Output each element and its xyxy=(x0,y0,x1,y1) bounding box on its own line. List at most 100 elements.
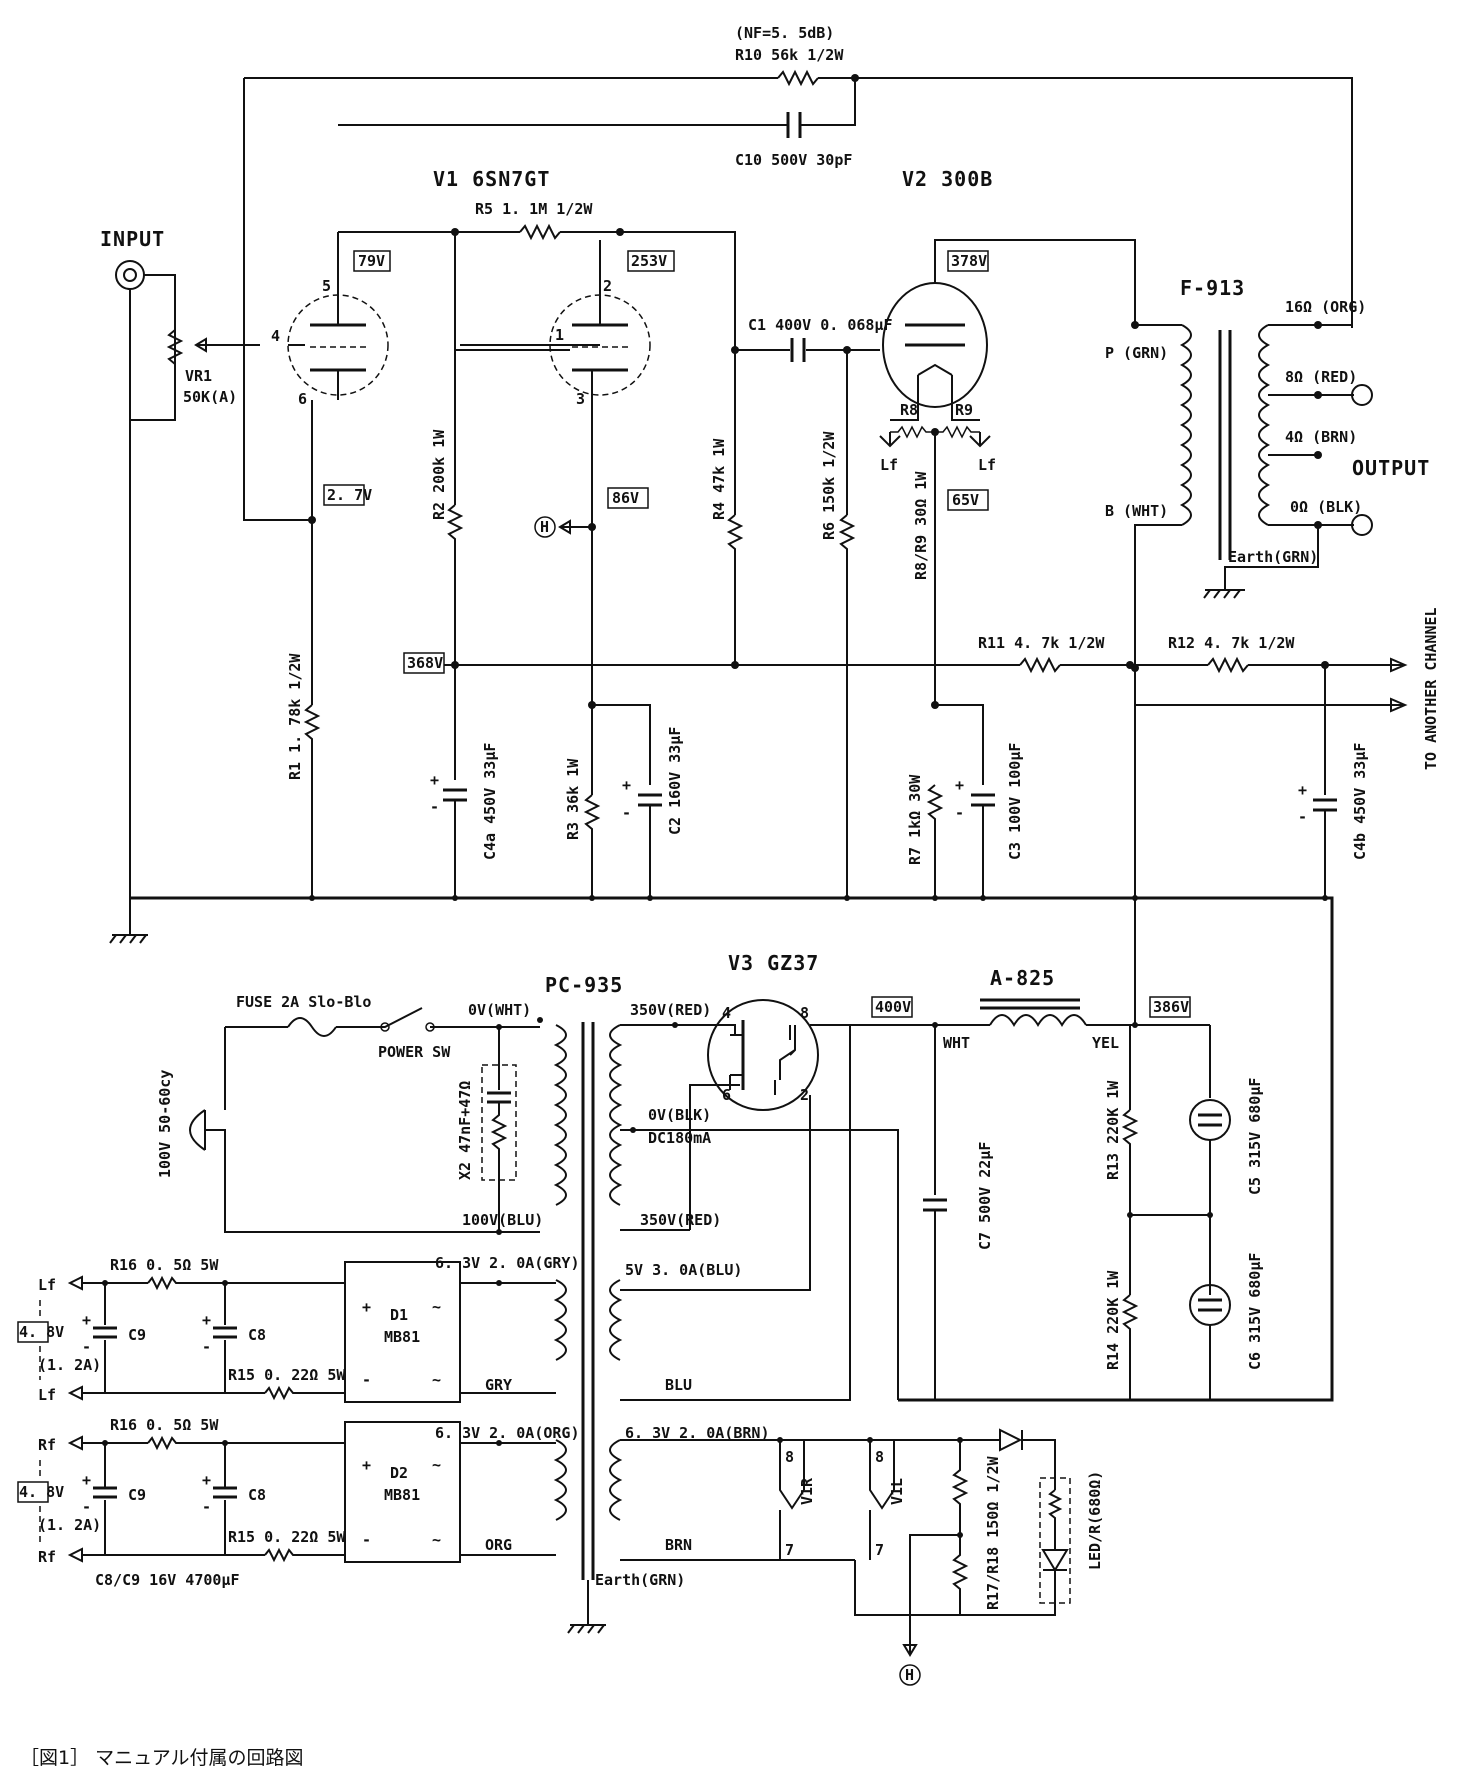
r9-resistor xyxy=(935,425,980,439)
otap-p: P (GRN) xyxy=(1105,344,1168,362)
a825-label: A-825 xyxy=(990,966,1055,990)
v3-label: V3 GZ37 xyxy=(728,951,819,975)
pt-h2: 5V 3. 0A(BLU) xyxy=(625,1261,742,1279)
svg-text:+: + xyxy=(82,1311,91,1329)
v1b-pin3: 3 xyxy=(576,390,585,408)
lf-top: Lf xyxy=(38,1276,56,1294)
input-jack[interactable] xyxy=(115,260,145,290)
left-heater-supply: Lf R16 0. 5Ω 5W + - + - C9 C8 4. 8V (1. … xyxy=(17,1256,556,1404)
c7-label: C7 500V 22μF xyxy=(976,1142,994,1250)
v3-rectifier: V3 GZ37 4 8 6 2 400V xyxy=(620,951,990,1401)
nf-label: (NF=5. 5dB) xyxy=(735,24,834,42)
lf-v2b: Lf xyxy=(978,456,996,474)
svg-text:-: - xyxy=(82,1498,91,1516)
svg-text:+: + xyxy=(82,1471,91,1489)
pt-dc: DC180mA xyxy=(648,1129,711,1147)
svg-text:-: - xyxy=(430,798,439,816)
v-86: 86V xyxy=(612,489,639,507)
svg-text:-: - xyxy=(82,1338,91,1356)
h7a: 7 xyxy=(785,1541,794,1559)
v-253: 253V xyxy=(631,252,667,270)
otap-16: 16Ω (ORG) xyxy=(1285,298,1366,316)
r13-resistor xyxy=(1121,1109,1139,1295)
mains-section: FUSE 2A Slo-Blo POWER SW 100V 50-60cy X2… xyxy=(156,993,540,1235)
v1-plate-network: R5 1. 1M 1/2W 79V 253V R2 200k 1W C4a 45… xyxy=(338,200,736,898)
otap-earth: Earth(GRN) xyxy=(1228,548,1318,566)
r2-label: R2 200k 1W xyxy=(430,429,448,520)
r15a-resistor xyxy=(264,1385,345,1401)
out-terminal-0[interactable] xyxy=(1351,514,1373,536)
svg-text:~: ~ xyxy=(432,1371,441,1389)
c1-capacitor xyxy=(790,338,806,362)
r17r18-label: R17/R18 150Ω 1/2W xyxy=(984,1456,1002,1610)
r11-label: R11 4. 7k 1/2W xyxy=(978,634,1105,652)
another-channel: TO ANOTHER CHANNEL xyxy=(1422,607,1440,770)
r3-resistor xyxy=(583,794,601,898)
r8-resistor xyxy=(890,425,935,439)
svg-text:H: H xyxy=(905,1666,914,1684)
rf-bot: Rf xyxy=(38,1548,56,1566)
mains-label: 100V 50-60cy xyxy=(156,1070,174,1178)
r6-label: R6 150k 1/2W xyxy=(820,431,838,540)
v-368: 368V xyxy=(407,654,443,672)
v-79: 79V xyxy=(358,252,385,270)
c8b-cap xyxy=(213,1486,237,1499)
choke-yel: YEL xyxy=(1092,1034,1119,1052)
pt-p0: 0V(WHT) xyxy=(468,1001,531,1019)
v1a-pin6: 6 xyxy=(298,390,307,408)
v1a-pin5: 5 xyxy=(322,277,331,295)
otap-0: 0Ω (BLK) xyxy=(1290,498,1362,516)
pt-h4: 6. 3V 2. 0A(BRN) xyxy=(625,1424,770,1442)
svg-text:-: - xyxy=(362,1371,371,1389)
r10-resistor xyxy=(777,69,819,87)
input-section: INPUT VR1 50K(A) xyxy=(100,227,260,898)
r6-resistor xyxy=(838,514,856,898)
r13-label: R13 220K 1W xyxy=(1104,1080,1122,1180)
feedback-network: (NF=5. 5dB) R10 56k 1/2W C10 500V 30pF xyxy=(243,24,1353,521)
svg-text:-: - xyxy=(622,804,631,822)
out-terminal-8[interactable] xyxy=(1351,384,1373,406)
v1-heater-led: 8 7 8 7 V1R V1L LED/R(680Ω) R17/R18 150Ω… xyxy=(777,1428,1104,1686)
svg-text:+: + xyxy=(362,1456,371,1474)
c8a-label: C8 xyxy=(248,1326,266,1344)
coupling-network: C1 400V 0. 068μF R4 47k 1W R6 150k 1/2W xyxy=(710,316,893,898)
r14-label: R14 220K 1W xyxy=(1104,1270,1122,1370)
vr1-value: 50K(A) xyxy=(183,388,237,406)
output-transformer: F-913 P (GRN) B (WHT) 16Ω (ORG) 8Ω (RED)… xyxy=(1105,276,1429,898)
r16a-label: R16 0. 5Ω 5W xyxy=(110,1256,219,1274)
b-plus-bus: 368V R11 4. 7k 1/2W R12 4. 7k 1/2W TO AN… xyxy=(403,607,1440,898)
c9a-label: C9 xyxy=(128,1326,146,1344)
c10-capacitor xyxy=(786,112,802,138)
f913-label: F-913 xyxy=(1180,276,1245,300)
pt-s0: 0V(BLK) xyxy=(648,1106,711,1124)
pt-h3b: ORG xyxy=(485,1536,512,1554)
r3-label: R3 36k 1W xyxy=(564,758,582,840)
d2-label: D2 xyxy=(390,1464,408,1482)
lf-v2a: Lf xyxy=(880,456,898,474)
r15a-label: R15 0. 22Ω 5W xyxy=(228,1366,346,1384)
r7-label: R7 1kΩ 30W xyxy=(906,774,924,865)
i-l: (1. 2A) xyxy=(38,1356,101,1374)
ground-bus xyxy=(109,895,1334,1402)
svg-text:+: + xyxy=(622,776,631,794)
pt-s350b: 350V(RED) xyxy=(640,1211,721,1229)
svg-text:+: + xyxy=(430,771,439,789)
d1-bridge xyxy=(344,1261,461,1403)
r15b-resistor xyxy=(264,1547,345,1563)
d1-label: D1 xyxy=(390,1306,408,1324)
vr1-label: VR1 xyxy=(185,367,212,385)
r1-resistor xyxy=(303,704,321,898)
c2-cap xyxy=(638,793,662,807)
c3-cap xyxy=(971,793,995,807)
v3-pin6: 6 xyxy=(722,1086,731,1104)
svg-text:-: - xyxy=(955,804,964,822)
c9a-cap xyxy=(93,1326,117,1339)
r9-label: R9 xyxy=(955,401,973,419)
vr1-pot xyxy=(166,329,184,365)
h8b: 8 xyxy=(875,1448,884,1466)
d2-bridge xyxy=(344,1421,461,1563)
v3-pin8: 8 xyxy=(800,1004,809,1022)
h7b: 7 xyxy=(875,1541,884,1559)
power-sw-label[interactable]: POWER SW xyxy=(378,1043,451,1061)
